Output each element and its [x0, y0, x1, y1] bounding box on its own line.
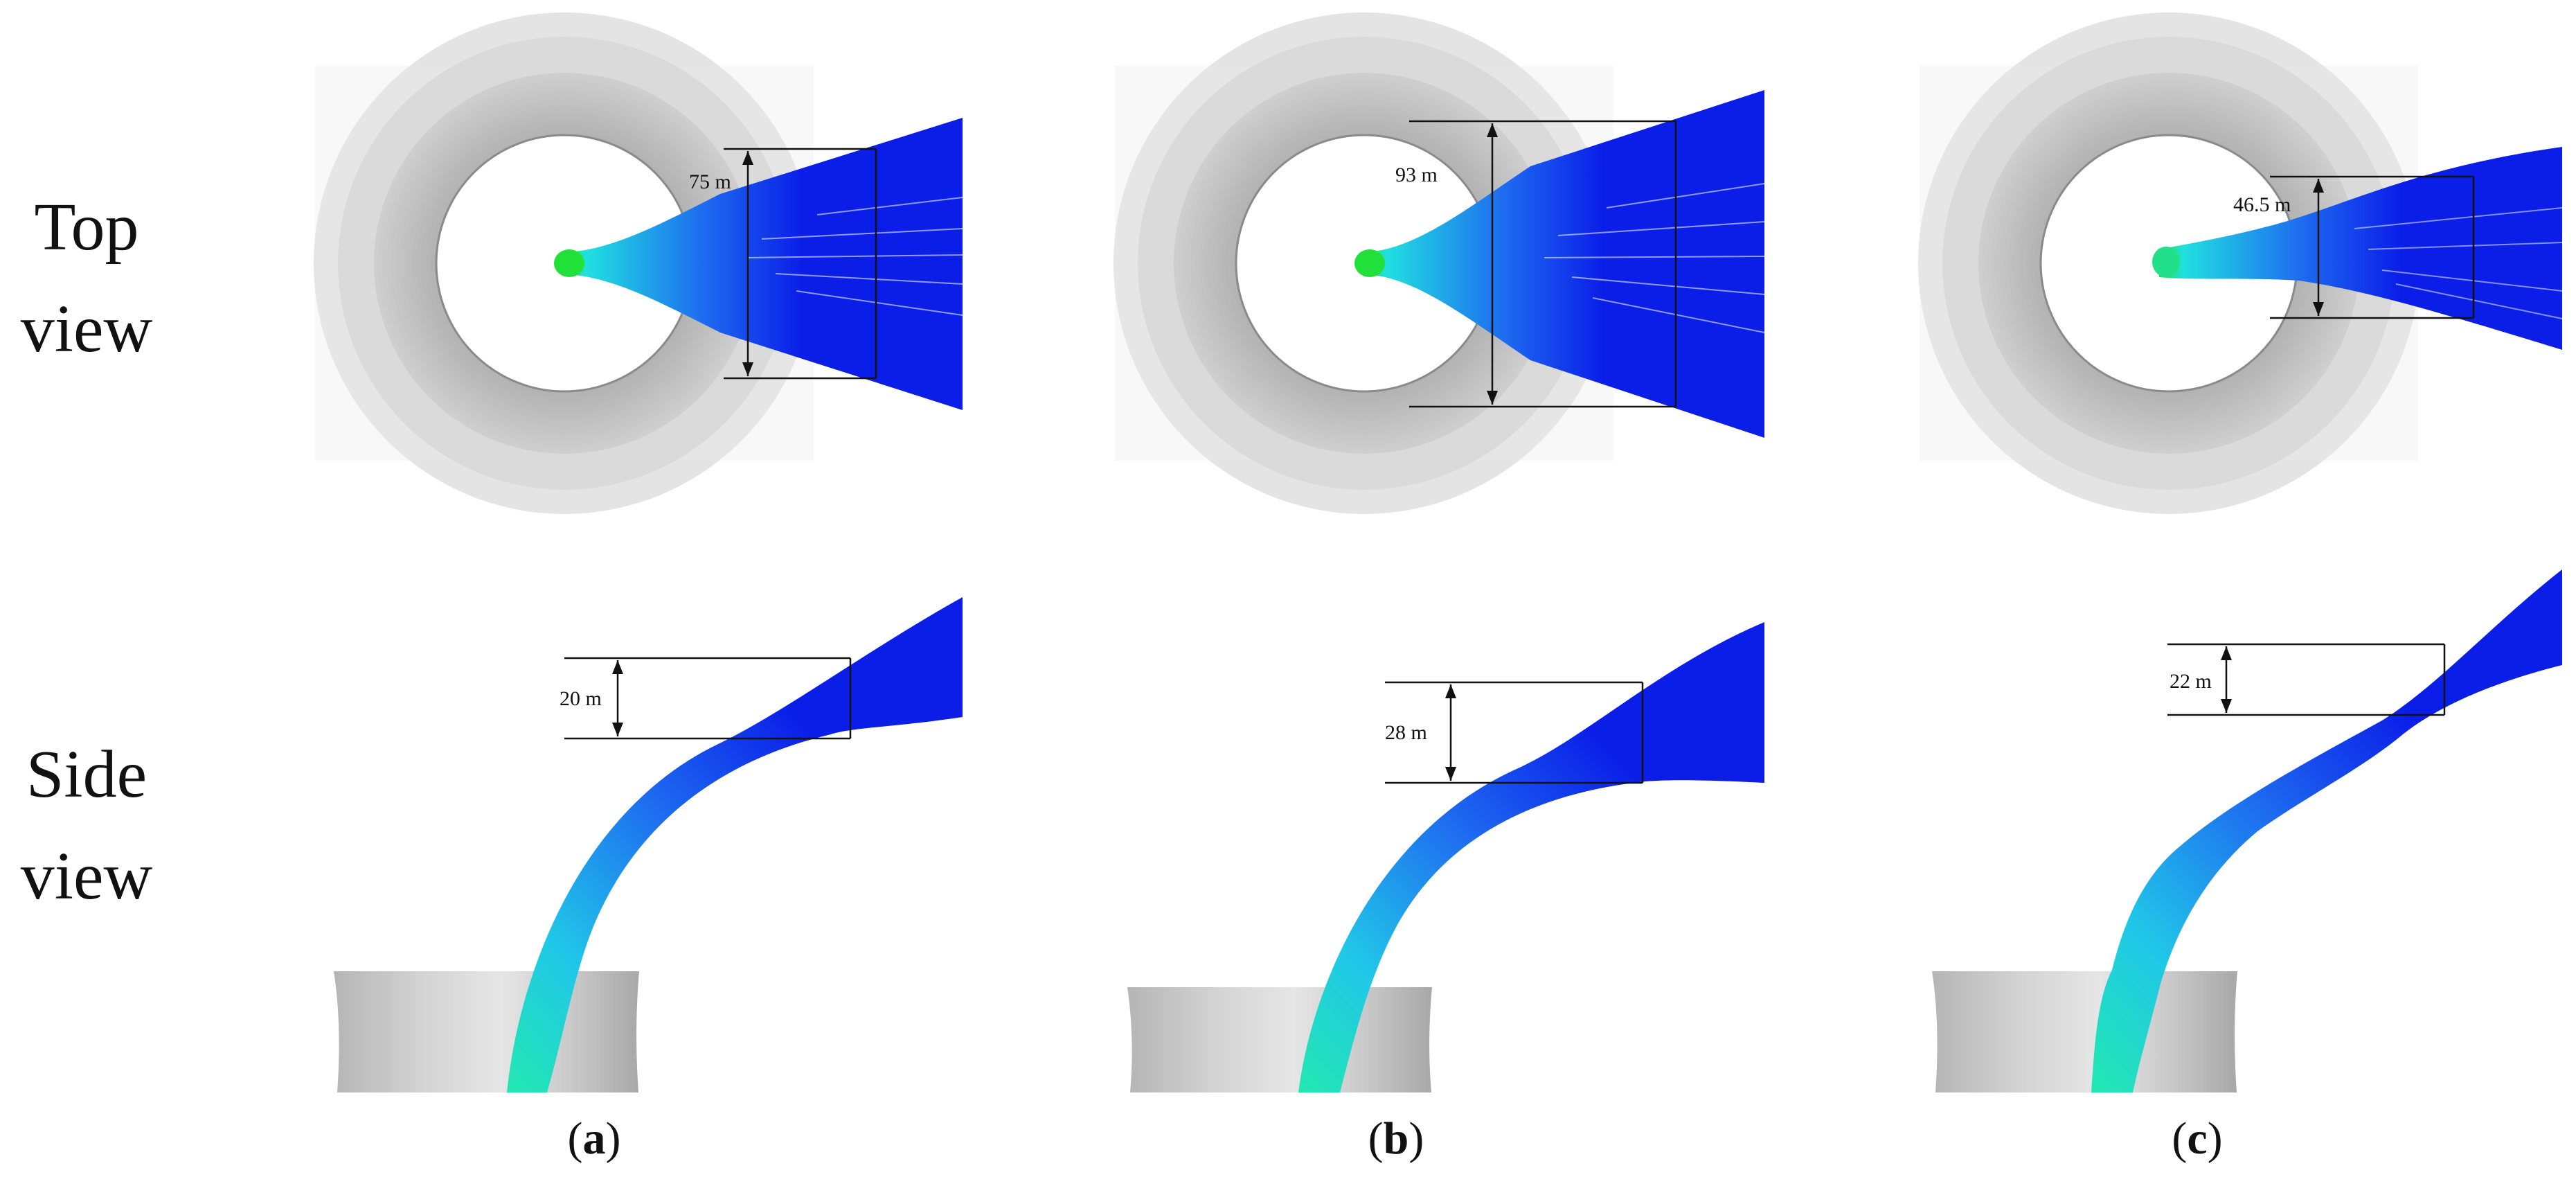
panel-a: 75 m 20 m (a) [314, 12, 963, 1164]
side-rise-label-c: 22 m [2170, 670, 2212, 693]
row-label-top-line2: view [20, 292, 153, 366]
top-width-label-a: 75 m [689, 170, 731, 193]
plume-streaks-a [747, 197, 963, 316]
side-view-c: 22 m [1932, 569, 2562, 1092]
caption-a: (a) [568, 1113, 621, 1164]
plume-streaks-c [2354, 207, 2563, 319]
top-view-b: 93 m [1113, 12, 1765, 514]
caption-letter-b: b [1384, 1113, 1409, 1164]
width-dimension-b [1409, 120, 1677, 408]
row-label-side-view: Side view [0, 724, 173, 928]
caption-letter-a: a [583, 1113, 606, 1164]
row-label-top-line1: Top [34, 190, 139, 265]
jet-arc-side-a [507, 597, 963, 1092]
jet-plume-top-b [1362, 90, 1764, 438]
tank-c [1932, 971, 2237, 1092]
width-dimension-a [724, 148, 877, 380]
side-view-a: 20 m [334, 597, 963, 1092]
rise-dimension-c [2167, 643, 2446, 716]
jet-plume-top-a [562, 118, 963, 410]
tank-b [1127, 987, 1432, 1092]
side-rise-label-b: 28 m [1385, 721, 1427, 744]
jet-source-a [554, 249, 584, 277]
caption-c: (c) [2172, 1113, 2222, 1164]
width-dimension-c [2270, 175, 2475, 319]
side-rise-label-a: 20 m [560, 687, 602, 710]
row-label-top-view: Top view [0, 177, 173, 380]
caption-letter-c: c [2187, 1113, 2207, 1164]
top-width-label-b: 93 m [1395, 163, 1438, 186]
top-width-label-c: 46.5 m [2233, 193, 2291, 216]
jet-plume-top-c [2159, 147, 2562, 350]
caption-b: (b) [1368, 1113, 1424, 1164]
jet-arc-side-b [1298, 622, 1764, 1092]
jet-source-c [2152, 247, 2180, 277]
top-view-a: 75 m [314, 12, 963, 514]
jet-source-b [1354, 249, 1385, 277]
side-view-b: 28 m [1127, 622, 1764, 1092]
row-label-side-line2: view [20, 839, 153, 914]
tank-a [334, 971, 639, 1092]
rise-dimension-a [564, 657, 852, 740]
panel-b: 93 m 28 m (b) [1113, 12, 1765, 1164]
top-view-c: 46.5 m [1918, 12, 2563, 514]
rise-dimension-b [1385, 681, 1644, 784]
row-label-side-line1: Side [26, 737, 147, 812]
panel-c: 46.5 m 22 m (c) [1918, 12, 2563, 1164]
plume-streaks-b [1544, 183, 1765, 333]
